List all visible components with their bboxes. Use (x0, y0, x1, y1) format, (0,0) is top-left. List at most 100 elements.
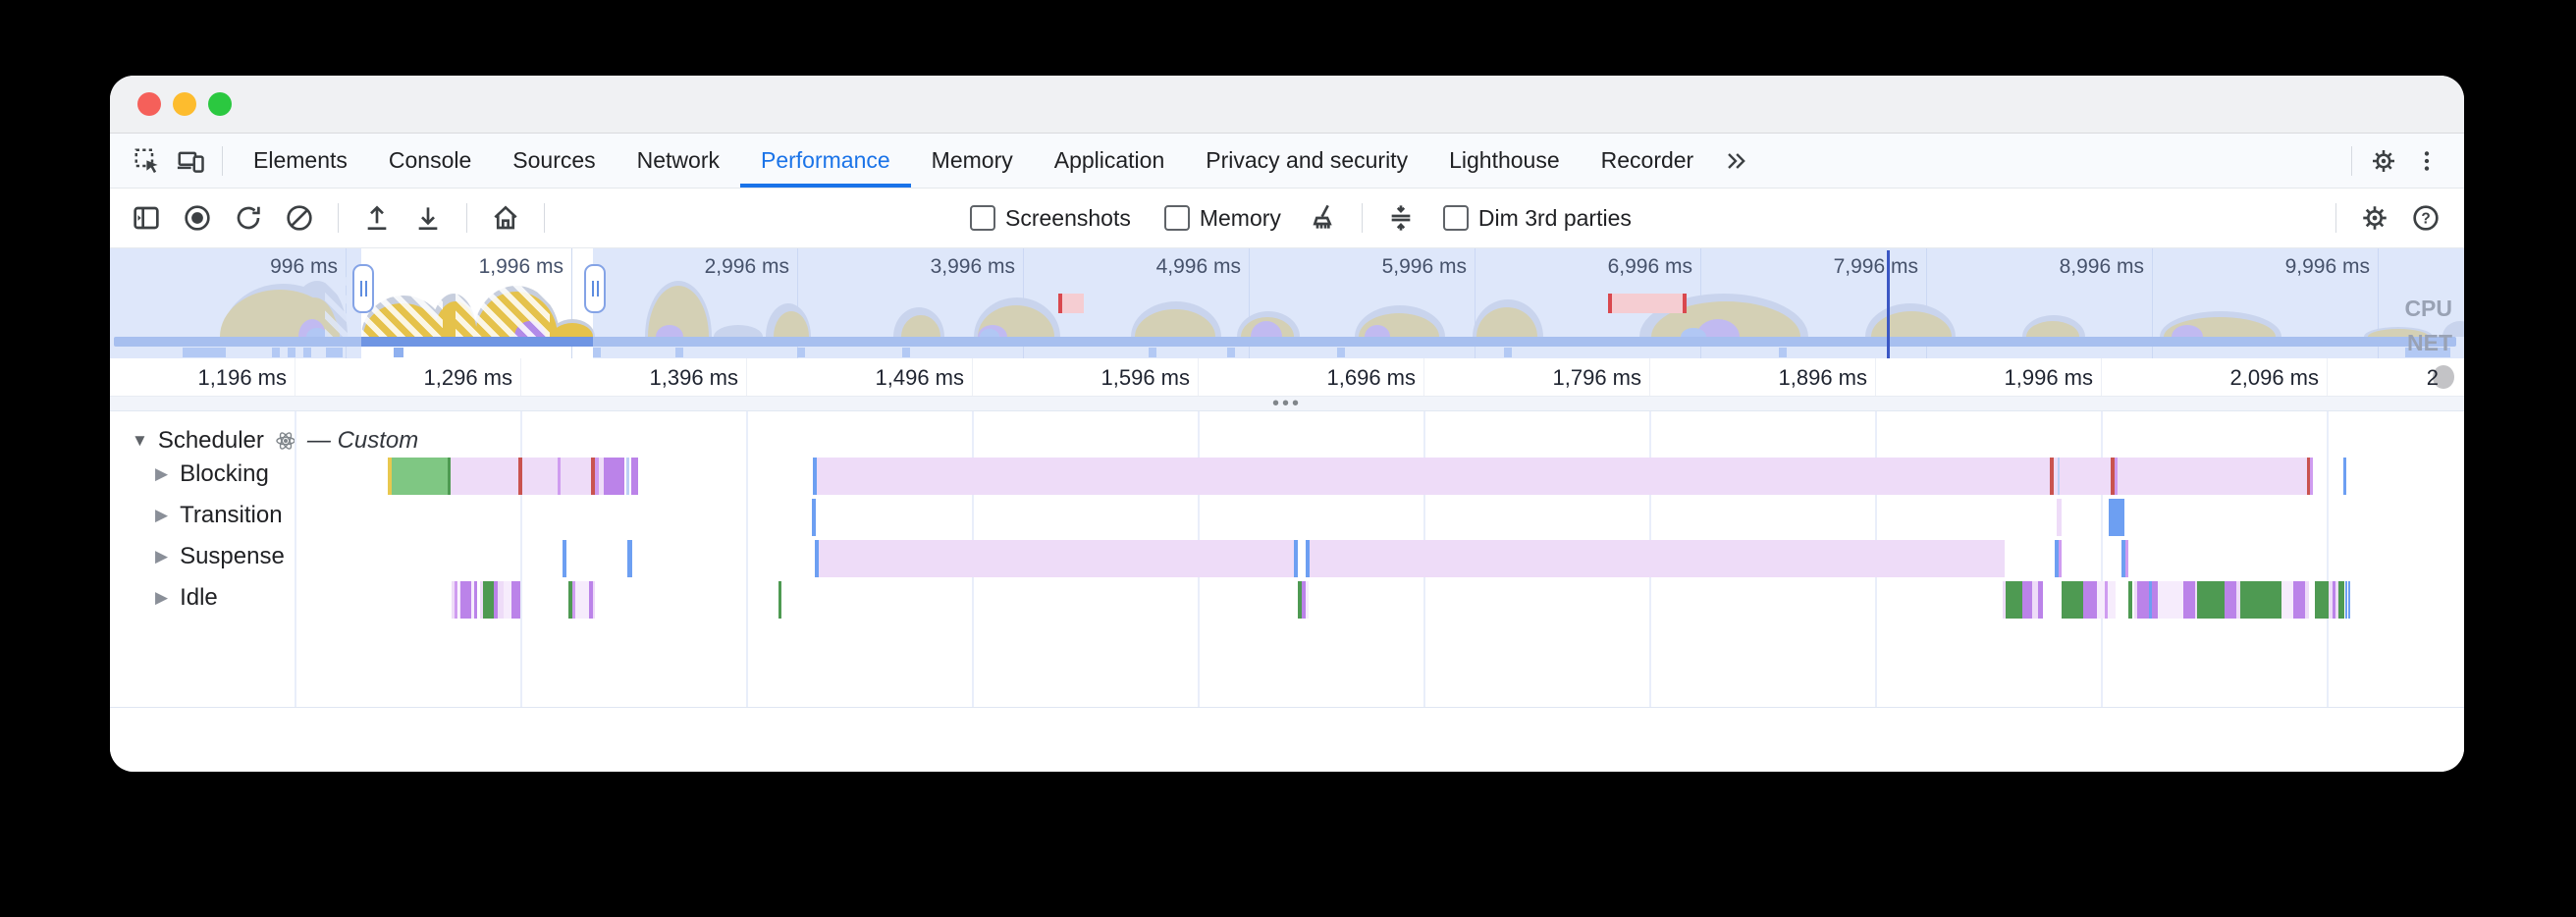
selection-handle-left[interactable] (352, 264, 374, 313)
trace-event-segment (561, 458, 591, 495)
minimize-window-button[interactable] (173, 92, 196, 116)
collapse-track-icon[interactable]: ▼ (132, 431, 148, 450)
expand-row-icon[interactable]: ▶ (155, 506, 169, 524)
trace-event-segment (2083, 581, 2097, 619)
track-row-transition[interactable] (110, 499, 2464, 536)
track-row-blocking[interactable] (110, 458, 2464, 495)
tab-performance[interactable]: Performance (740, 134, 911, 188)
trace-event-segment (2054, 458, 2058, 495)
trace-event-segment (604, 458, 624, 495)
track-title: Scheduler (157, 427, 264, 454)
dim-3rd-parties-checkbox[interactable]: Dim 3rd parties (1442, 205, 1632, 232)
scrollbar-thumb[interactable] (2433, 365, 2454, 389)
ruler-tick (1649, 358, 1650, 396)
load-profile-button[interactable] (354, 196, 400, 240)
help-button[interactable]: ? (2403, 196, 2448, 240)
track-row-suspense[interactable] (110, 540, 2464, 577)
trace-event-segment (448, 458, 451, 495)
ruler-time-label: 1,396 ms (649, 365, 739, 390)
tab-privacy-and-security[interactable]: Privacy and security (1206, 147, 1409, 173)
trace-event-segment (2125, 540, 2128, 577)
screenshots-checkbox-box[interactable] (970, 205, 995, 231)
trace-event-segment (2343, 458, 2346, 495)
track-canvas[interactable]: ▼ Scheduler — Custom ▶ Blocking ▶Transitio… (110, 411, 2464, 707)
tab-console[interactable]: Console (388, 147, 472, 173)
trace-event-segment (458, 581, 460, 619)
clear-recording-button[interactable] (277, 196, 322, 240)
tab-elements[interactable]: Elements (253, 147, 348, 173)
trace-event-segment (2333, 581, 2335, 619)
tab-application[interactable]: Application (1053, 147, 1165, 173)
tab-network[interactable]: Network (636, 147, 720, 173)
record-button[interactable] (175, 196, 220, 240)
memory-checkbox[interactable]: Memory (1163, 204, 1281, 232)
trace-event-segment (2062, 581, 2083, 619)
tab-recorder[interactable]: Recorder (1600, 147, 1694, 173)
canvas-gridline (295, 411, 296, 707)
tab-lighthouse[interactable]: Lighthouse (1449, 147, 1560, 173)
atom-icon (276, 432, 295, 450)
selection-handle-right[interactable] (584, 264, 606, 313)
live-metrics-button[interactable] (483, 196, 528, 240)
close-window-button[interactable] (137, 92, 161, 116)
trace-event-segment (498, 581, 504, 619)
tab-sources[interactable]: Sources (512, 147, 596, 173)
trace-event-segment (2307, 458, 2310, 495)
row-name: Blocking (180, 460, 269, 487)
panel-resize-handle[interactable]: ••• (110, 393, 2464, 414)
svg-text:?: ? (2421, 211, 2430, 228)
overview-time-label: 6,996 ms (1607, 255, 1692, 278)
resize-grip-dots[interactable]: ••• (1271, 393, 1302, 414)
trace-event-segment (589, 581, 593, 619)
record-and-reload-button[interactable] (226, 196, 271, 240)
toggle-sidebar-button[interactable] (124, 196, 169, 240)
devtools-menu-button[interactable] (2405, 141, 2448, 181)
trace-event-segment (2152, 581, 2158, 619)
trace-event-segment (2022, 581, 2032, 619)
collect-garbage-button[interactable] (1301, 196, 1346, 240)
more-tabs-button[interactable] (1714, 141, 1757, 181)
issue-marker (1608, 294, 1687, 313)
expand-row-icon[interactable]: ▶ (155, 547, 169, 566)
memory-checkbox-box[interactable] (1163, 205, 1190, 231)
memory-label: Memory (1199, 204, 1281, 231)
dim-3rd-parties-checkbox-box[interactable] (1442, 205, 1469, 231)
trace-event-segment (595, 458, 599, 495)
trace-event-segment (2059, 540, 2062, 577)
trace-event-segment (1310, 540, 2005, 577)
capture-settings-button[interactable] (2352, 196, 2397, 240)
track-header-scheduler[interactable]: ▼ Scheduler — Custom (132, 427, 418, 455)
trace-event-segment (778, 581, 781, 619)
trace-event-segment (392, 458, 448, 495)
expand-row-icon[interactable]: ▶ (155, 464, 169, 483)
screenshots-checkbox[interactable]: Screenshots (970, 205, 1131, 232)
collapse-flame-chart-button[interactable] (1378, 196, 1423, 240)
canvas-gridline (520, 411, 522, 707)
zoom-window-button[interactable] (208, 92, 232, 116)
trace-event-segment (2345, 581, 2347, 619)
canvas-gridline (2327, 411, 2329, 707)
separator (466, 203, 467, 233)
tab-memory[interactable]: Memory (931, 147, 1013, 173)
trace-event-segment (2348, 581, 2350, 619)
track-row-idle[interactable] (110, 581, 2464, 619)
separator (2351, 145, 2352, 176)
save-profile-button[interactable] (405, 196, 451, 240)
titlebar (110, 76, 2464, 134)
toggle-device-toolbar-button[interactable] (169, 141, 212, 181)
devtools-settings-button[interactable] (2362, 141, 2405, 181)
row-name: Idle (180, 584, 218, 611)
download-icon (418, 207, 438, 230)
track-row-label-idle: ▶ Idle (155, 584, 218, 612)
expand-row-icon[interactable]: ▶ (155, 588, 169, 607)
trace-event-segment (2111, 458, 2115, 495)
overview-time-label: 7,996 ms (1833, 255, 1918, 278)
inspect-element-button[interactable] (126, 141, 169, 181)
ruler-time-label: 1,696 ms (1326, 365, 1417, 390)
trace-event-segment (563, 540, 566, 577)
double-chevron-icon (1728, 152, 1746, 169)
track-row-label-transition: ▶Transition (155, 502, 283, 529)
trace-event-segment (518, 458, 522, 495)
trace-event-segment (2118, 458, 2307, 495)
